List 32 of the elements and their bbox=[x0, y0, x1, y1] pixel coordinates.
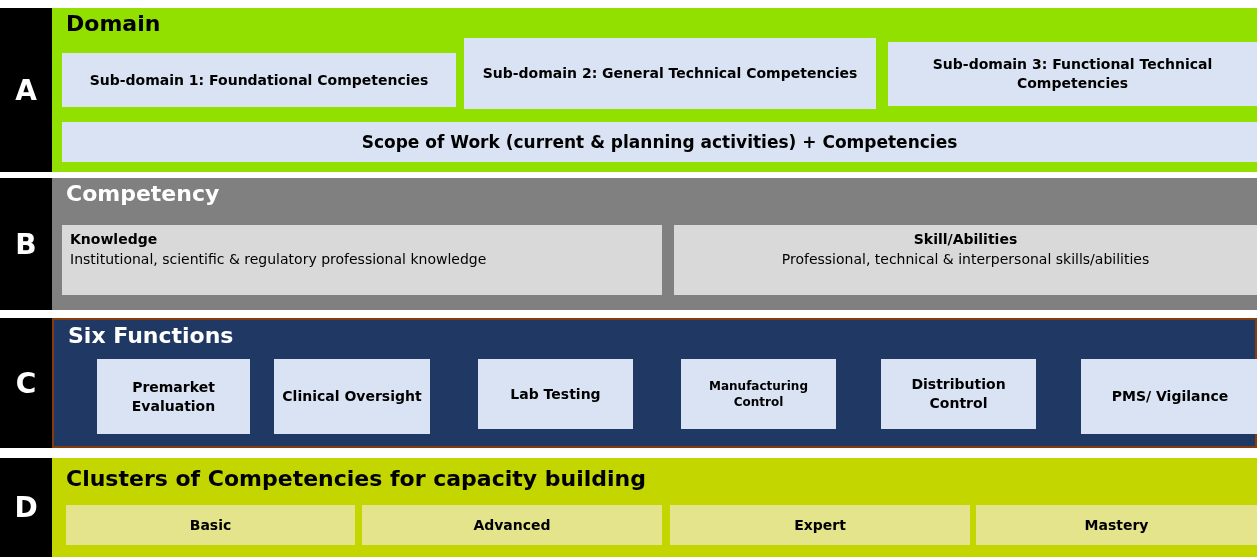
row-letter: C bbox=[0, 318, 52, 448]
function-box: PMS/ Vigilance bbox=[1081, 359, 1257, 434]
scope-box: Scope of Work (current & planning activities) + Competencies bbox=[62, 122, 1257, 162]
competency-band bbox=[52, 178, 1257, 310]
cluster-box: Expert bbox=[670, 505, 970, 545]
band-title: Six Functions bbox=[68, 323, 234, 348]
knowledge-box bbox=[62, 225, 662, 295]
cluster-box: Mastery bbox=[976, 505, 1257, 545]
box-heading: Knowledge bbox=[70, 231, 159, 247]
band-title: Domain bbox=[66, 11, 161, 36]
subdomain-box: Sub-domain 3: Functional Technical Competencies bbox=[888, 42, 1257, 106]
function-box: Lab Testing bbox=[478, 359, 633, 429]
function-box: Distribution Control bbox=[881, 359, 1036, 429]
subdomain-box: Sub-domain 1: Foundational Competencies bbox=[62, 53, 456, 107]
domain-band bbox=[52, 8, 1257, 172]
row-letter: A bbox=[0, 8, 52, 172]
box-description: Institutional, scientific & regulatory professional knowledge bbox=[70, 251, 488, 267]
functions-band bbox=[52, 318, 1257, 448]
band-title: Clusters of Competencies for capacity building bbox=[66, 466, 646, 491]
box-heading: Skill/Abilities bbox=[912, 231, 1019, 247]
function-box: Clinical Oversight bbox=[274, 359, 430, 434]
function-box: Premarket Evaluation bbox=[97, 359, 250, 434]
box-description: Professional, technical & interpersonal skills/abilities bbox=[780, 251, 1151, 267]
cluster-box: Advanced bbox=[362, 505, 662, 545]
row-letter: B bbox=[0, 178, 52, 310]
clusters-band bbox=[52, 458, 1257, 557]
row-letter: D bbox=[0, 458, 52, 557]
cluster-box: Basic bbox=[66, 505, 355, 545]
band-title: Competency bbox=[66, 181, 220, 206]
function-box: Manufacturing Control bbox=[681, 359, 836, 429]
skills-box bbox=[674, 225, 1257, 295]
subdomain-box: Sub-domain 2: General Technical Competencies bbox=[464, 38, 876, 109]
